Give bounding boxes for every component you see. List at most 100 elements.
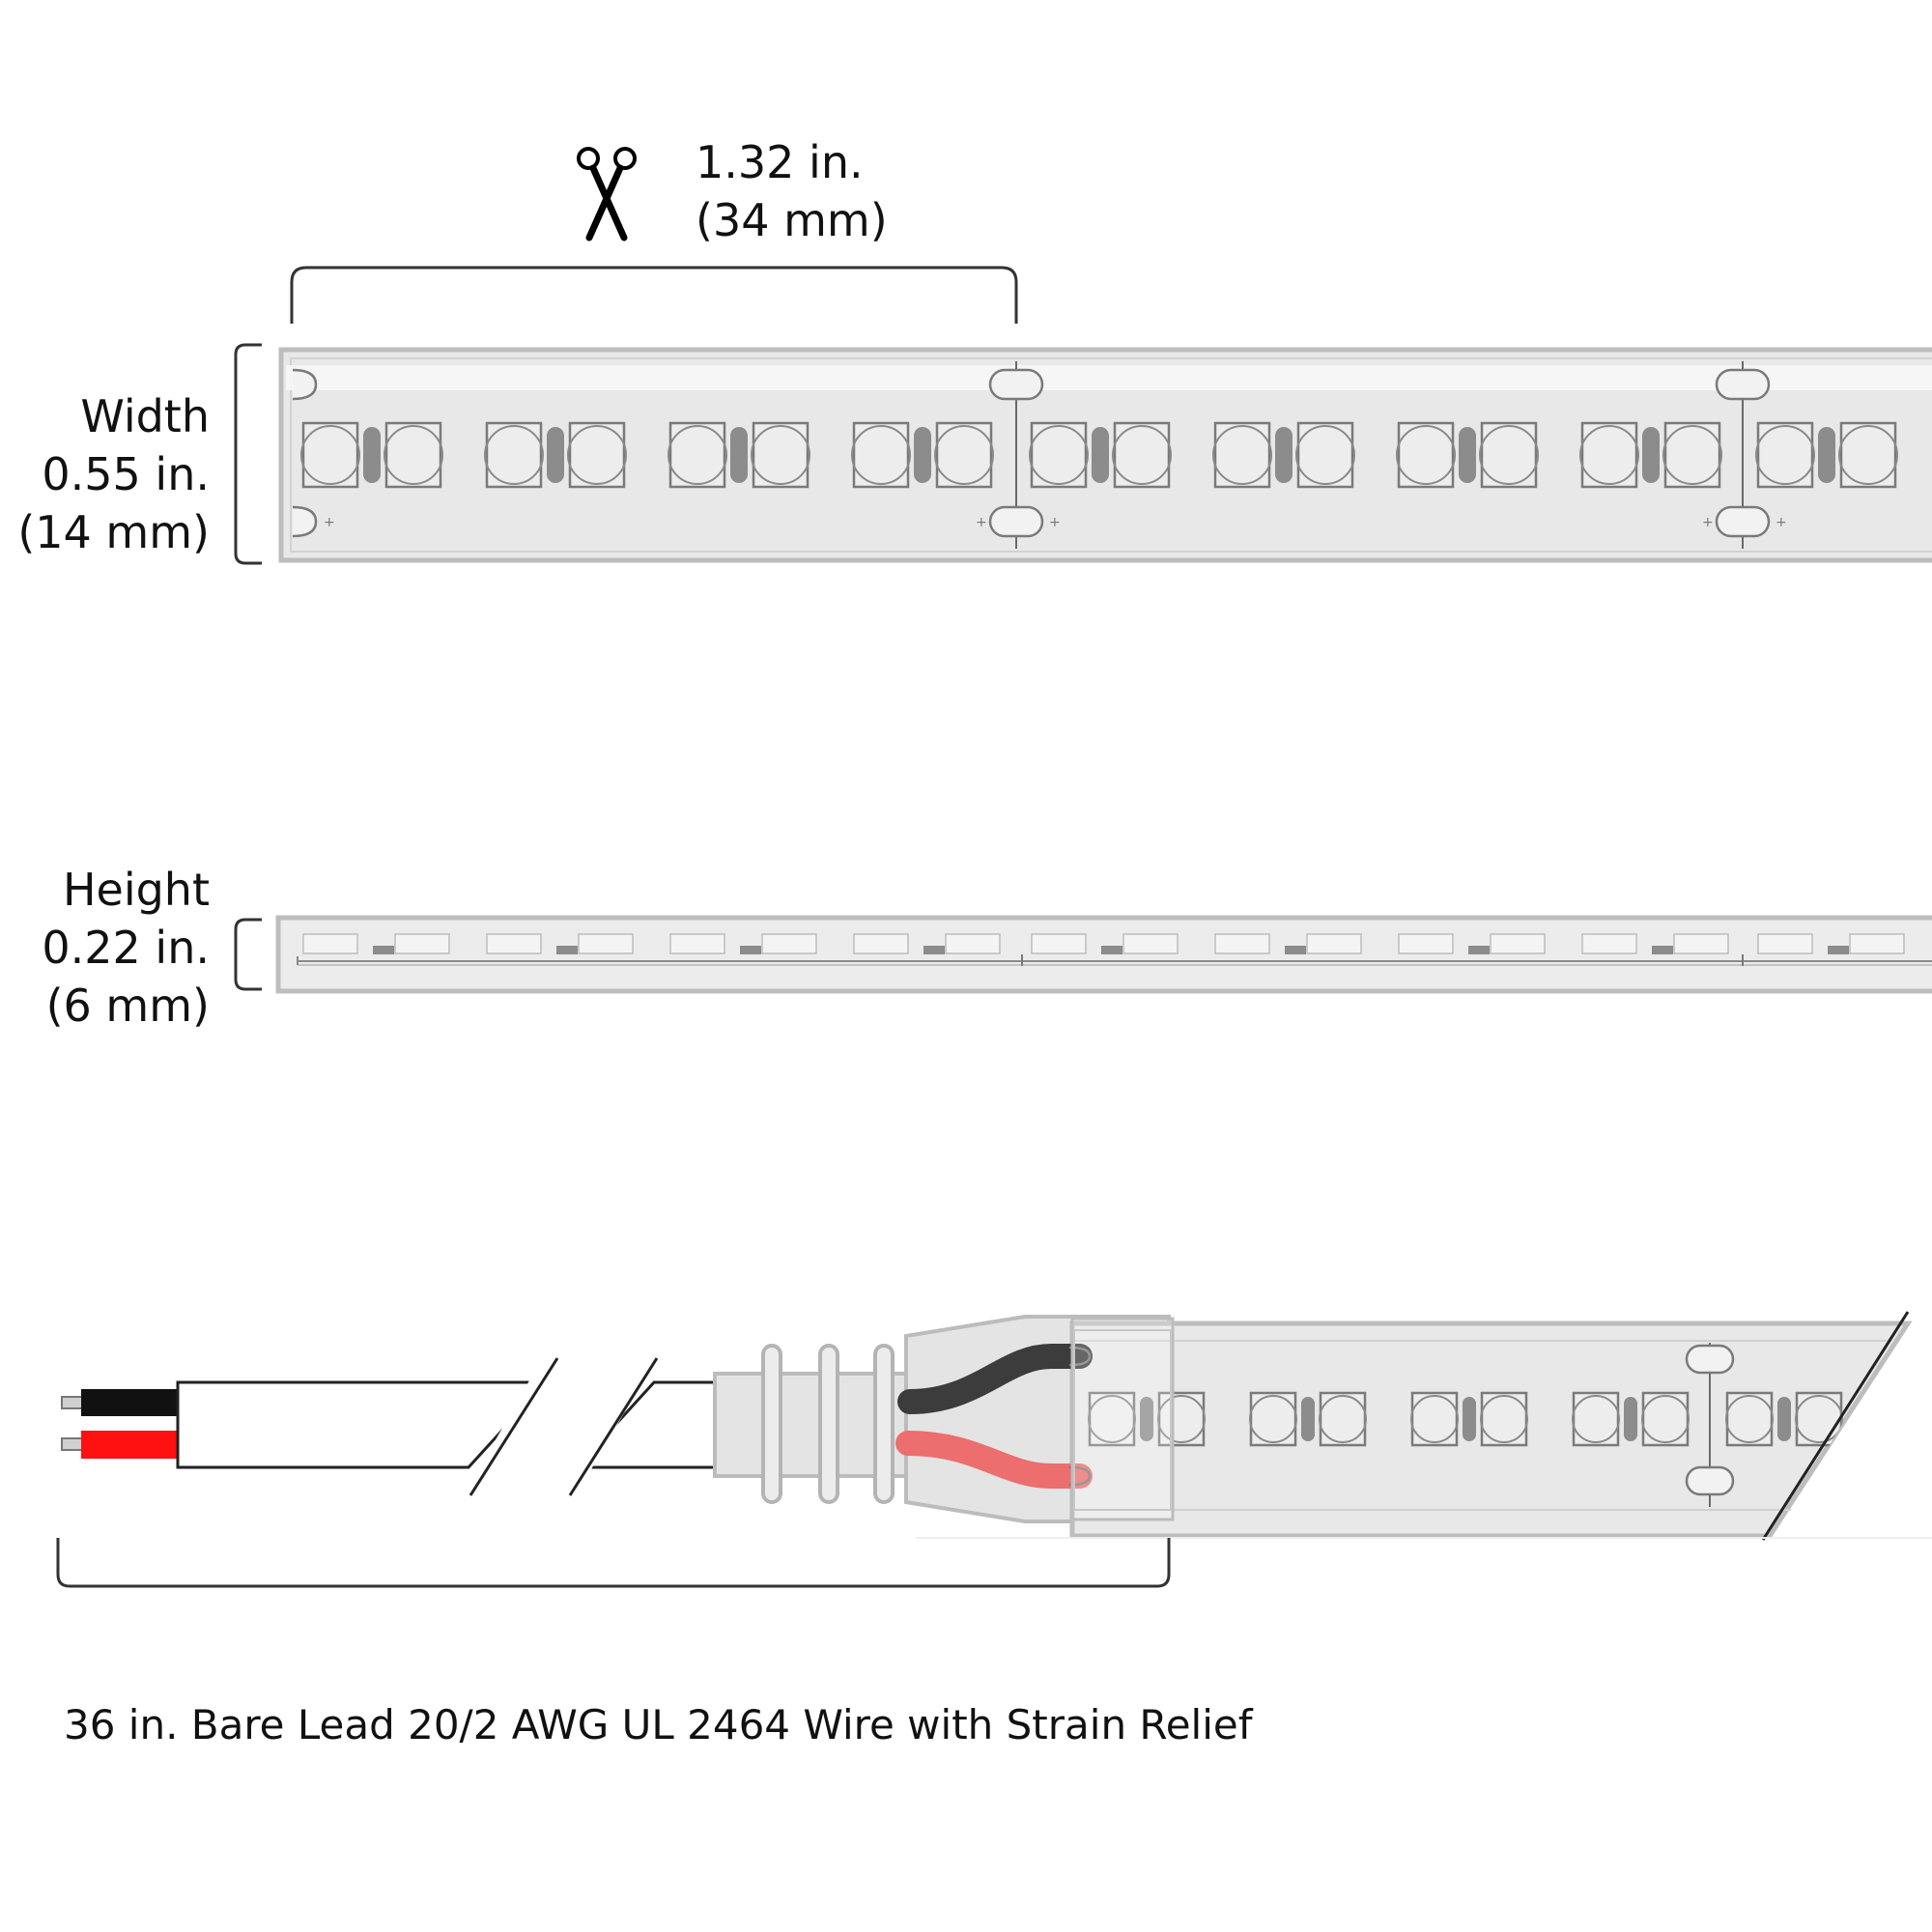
led-chip <box>1031 933 1087 954</box>
led-lens <box>1479 425 1539 485</box>
resistor <box>1101 946 1122 954</box>
led-lens <box>934 425 994 485</box>
cable-break-mark <box>568 1357 659 1496</box>
led-lens <box>1295 425 1355 485</box>
led-chip <box>578 933 634 954</box>
resistor <box>1652 946 1673 954</box>
svg-text:+: + <box>324 515 335 530</box>
led-chip <box>1581 933 1637 954</box>
bare-lead-cable <box>61 1357 719 1496</box>
resistor <box>1275 427 1293 483</box>
led-lens <box>1088 1395 1136 1443</box>
led-chip-group <box>1725 1391 1843 1447</box>
led-chip <box>752 421 810 489</box>
led-lens <box>484 425 544 485</box>
led-chip-profile <box>1031 933 1179 954</box>
led-chip <box>1580 421 1638 489</box>
led-lens <box>1319 1395 1367 1443</box>
resistor <box>1777 1397 1791 1441</box>
height-title: Height <box>62 864 210 916</box>
led-lens <box>1755 425 1815 485</box>
svg-text:+: + <box>976 515 987 530</box>
led-lens <box>1212 425 1272 485</box>
led-chip <box>1214 933 1270 954</box>
led-lens <box>1725 1395 1774 1443</box>
led-chip-profile <box>1581 933 1729 954</box>
resistor <box>740 946 761 954</box>
cut-length-dimension: 1.32 in. (34 mm) <box>696 133 888 249</box>
scissors-icon <box>577 147 637 242</box>
lead-length-bracket <box>56 1538 1171 1588</box>
led-chip <box>1296 421 1354 489</box>
cable-break-mark <box>469 1357 559 1496</box>
width-dimension: Width 0.55 in. (14 mm) <box>17 387 210 561</box>
led-lens <box>1157 1395 1206 1443</box>
width-title: Width <box>80 390 210 442</box>
led-lens <box>1410 1395 1459 1443</box>
led-chip-profile <box>1398 933 1546 954</box>
led-lens <box>1480 1395 1528 1443</box>
led-chip-profile <box>853 933 1001 954</box>
led-lens <box>1641 1395 1690 1443</box>
led-chip-group <box>1755 421 1898 489</box>
led-chip-group <box>1088 1391 1206 1447</box>
led-chip <box>1397 421 1455 489</box>
resistor <box>914 427 931 483</box>
led-chip <box>1490 933 1546 954</box>
height-dimension: Height 0.22 in. (6 mm) <box>42 861 210 1035</box>
led-chip <box>852 421 910 489</box>
led-chip-group <box>1249 1391 1367 1447</box>
led-chip <box>668 421 726 489</box>
led-chip-profile <box>669 933 817 954</box>
svg-text:+: + <box>1702 515 1714 530</box>
led-chip-group <box>484 421 627 489</box>
led-chip-group <box>1579 421 1722 489</box>
led-chip <box>302 933 358 954</box>
height-imperial: 0.22 in. <box>42 922 210 974</box>
led-chip <box>669 933 725 954</box>
led-chip <box>1849 933 1905 954</box>
resistor <box>363 427 381 483</box>
lead-inner-overlay <box>1070 1317 1175 1521</box>
black-wire <box>81 1389 180 1416</box>
red-wire <box>81 1431 180 1459</box>
led-lens <box>300 425 360 485</box>
led-chip <box>486 933 542 954</box>
led-chip <box>301 421 359 489</box>
height-bracket <box>234 918 262 991</box>
led-chip <box>935 421 993 489</box>
led-chip <box>761 933 817 954</box>
height-metric: (6 mm) <box>45 980 210 1032</box>
led-chip <box>394 933 450 954</box>
resistor <box>1624 1397 1637 1441</box>
led-chip <box>853 933 909 954</box>
led-chip <box>1673 933 1729 954</box>
strain-relief <box>713 1344 918 1504</box>
led-lens <box>1838 425 1898 485</box>
resistor <box>1463 1397 1476 1441</box>
led-lens <box>567 425 627 485</box>
led-chip <box>1122 933 1179 954</box>
led-chip <box>384 421 442 489</box>
led-chip-group <box>1029 421 1172 489</box>
led-lens <box>1396 425 1456 485</box>
led-chip <box>945 933 1001 954</box>
led-strip-lead-view <box>1069 1311 1913 1541</box>
svg-text:+: + <box>1049 515 1061 530</box>
resistor <box>1285 946 1306 954</box>
led-chip-group <box>851 421 994 489</box>
led-chip-profile <box>486 933 634 954</box>
led-lens <box>384 425 443 485</box>
led-lens <box>1795 1395 1843 1443</box>
led-chip <box>485 421 543 489</box>
led-chip <box>1480 421 1538 489</box>
led-chip <box>1757 933 1813 954</box>
cut-length-imperial: 1.32 in. <box>696 136 864 188</box>
cable-jacket <box>176 1380 550 1469</box>
svg-text:+: + <box>1776 515 1787 530</box>
resistor <box>1301 1397 1315 1441</box>
led-chip-profile <box>1757 933 1905 954</box>
led-chip-profile <box>1214 933 1362 954</box>
led-lens <box>1572 1395 1620 1443</box>
led-lens <box>1249 1395 1297 1443</box>
